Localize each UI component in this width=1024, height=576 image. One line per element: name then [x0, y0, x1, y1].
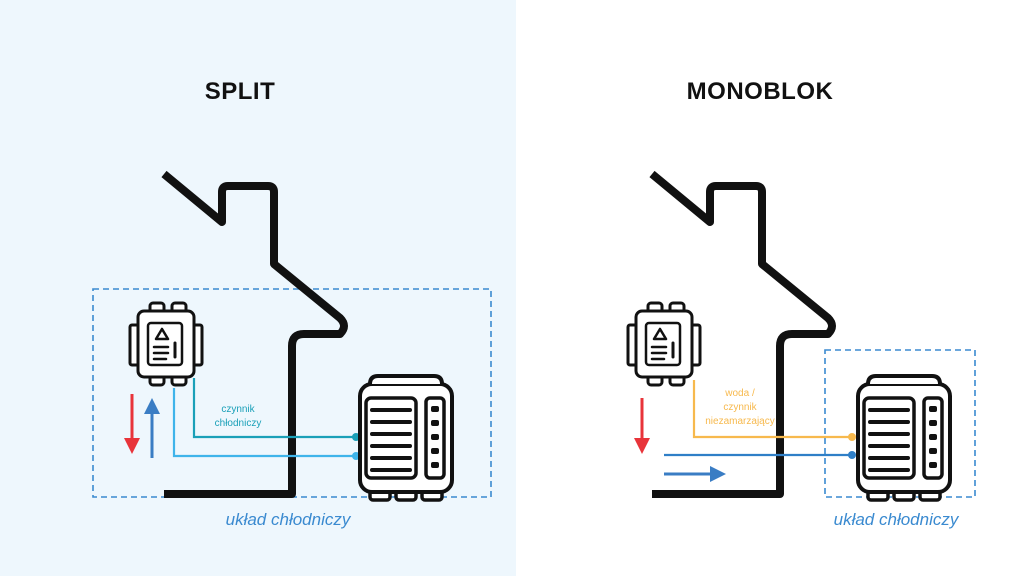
split-title: SPLIT: [204, 78, 276, 105]
flow-arrow-icon: [664, 466, 726, 482]
monoblok-circuit-label: układ chłodniczy: [834, 510, 960, 529]
boiler-icon: [626, 301, 702, 387]
monoblok-pipe-label-line1: woda /: [724, 388, 755, 399]
hot-water-arrow-icon: [634, 398, 650, 454]
monoblok-pipe-label-line2: czynnik: [723, 402, 757, 413]
monoblok-diagram: woda / czynnik niezamarzający układ chło…: [626, 170, 976, 529]
monoblok-water-line: [692, 380, 852, 439]
outdoor-unit-icon: [856, 374, 952, 502]
boiler-icon: [128, 301, 204, 387]
split-pipe-label-line2: chłodniczy: [215, 418, 262, 429]
outdoor-unit-icon: [358, 374, 454, 502]
monoblok-water-connector: [848, 433, 856, 441]
monoblok-pipe-label-line3: niezamarzający: [705, 416, 774, 427]
cold-water-arrow-icon: [144, 398, 160, 458]
split-house-outline: [161, 170, 348, 498]
split-diagram: czynnik chłodniczy układ chłodniczy: [92, 170, 492, 529]
hot-water-arrow-icon: [124, 394, 140, 454]
monoblok-title: MONOBLOK: [686, 78, 834, 105]
split-circuit-label: układ chłodniczy: [226, 510, 352, 529]
split-refrigerant-line-upper: [192, 378, 356, 439]
split-refrigerant-line-lower: [172, 388, 356, 458]
split-pipe-label-line1: czynnik: [221, 404, 255, 415]
monoblok-house-outline: [649, 170, 836, 498]
monoblok-return-connector: [848, 451, 856, 459]
